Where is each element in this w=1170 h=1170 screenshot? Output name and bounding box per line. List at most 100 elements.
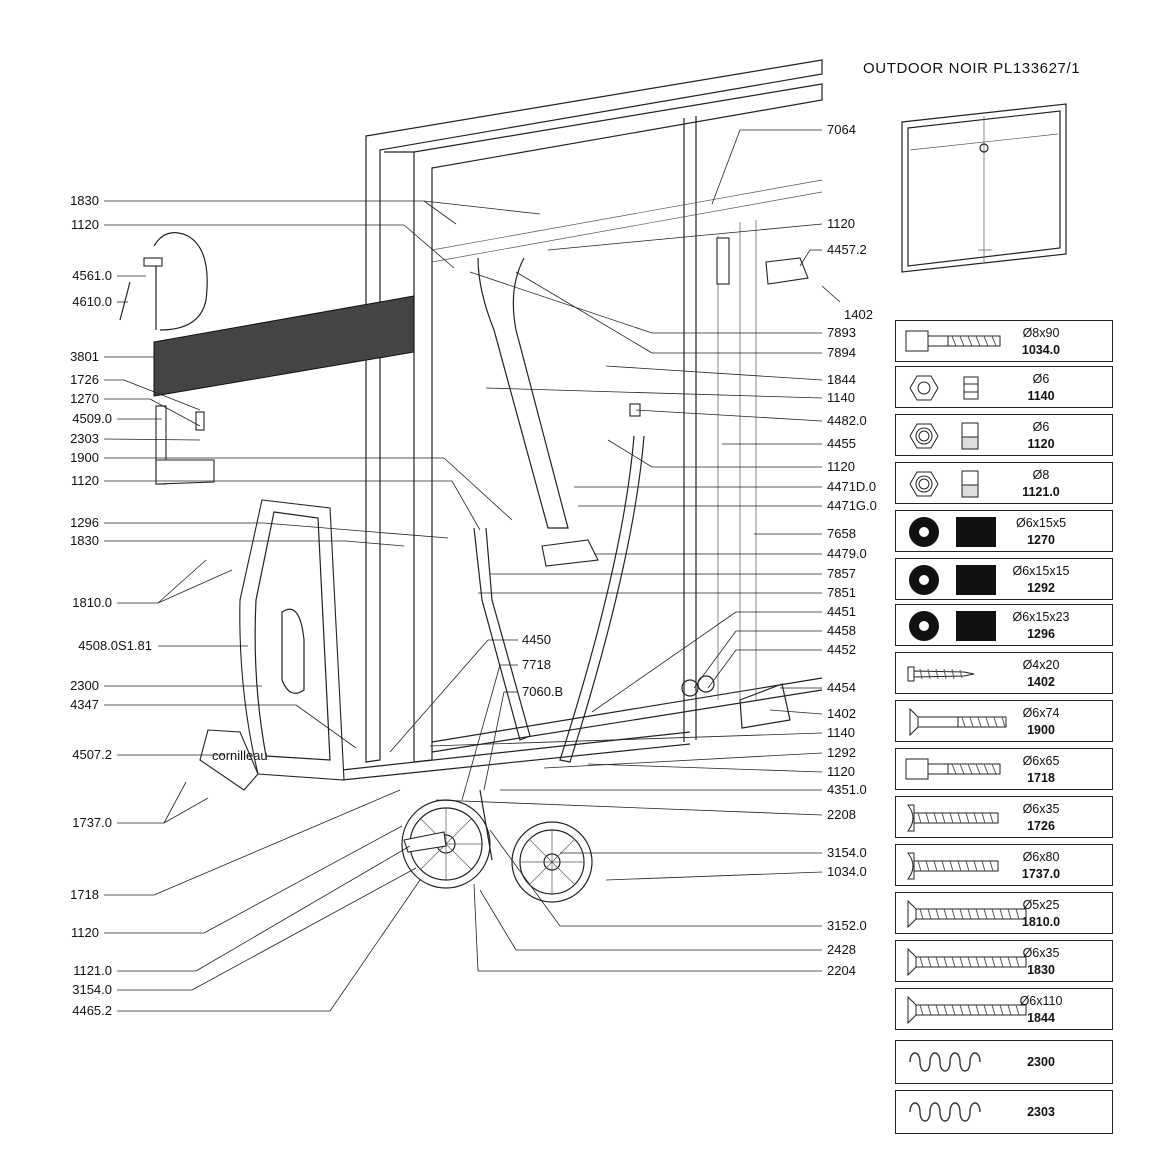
support-arms bbox=[341, 257, 809, 781]
part-label: 3154.0 bbox=[72, 982, 112, 997]
part-label: 1292 bbox=[827, 745, 856, 760]
part-label: 2204 bbox=[827, 963, 856, 978]
hardware-code: 1121.0 bbox=[1022, 485, 1060, 499]
part-label: 2300 bbox=[70, 678, 99, 693]
hardware-item: Ø8x90 1034.0 bbox=[895, 320, 1113, 362]
hardware-item: Ø6x110 1844 bbox=[895, 988, 1113, 1030]
hardware-code: 1296 bbox=[1027, 627, 1055, 641]
hardware-code: 1737.0 bbox=[1021, 867, 1061, 881]
hardware-code: 2300 bbox=[1027, 1055, 1055, 1069]
part-label: 2208 bbox=[827, 807, 856, 822]
part-label: 4347 bbox=[70, 697, 99, 712]
hardware-spec: Ø4x20 bbox=[1022, 658, 1060, 672]
part-label: 4450 bbox=[522, 632, 551, 647]
hardware-item: Ø6x15x5 1270 bbox=[895, 510, 1113, 552]
hardware-code: 1270 bbox=[1027, 533, 1055, 547]
part-label: 1120 bbox=[71, 925, 99, 940]
hardware-code: 1726 bbox=[1027, 819, 1055, 833]
part-label: 4610.0 bbox=[72, 294, 112, 309]
hardware-code: 1830 bbox=[1027, 963, 1055, 977]
hardware-code: 2303 bbox=[1027, 1105, 1055, 1119]
part-label: 4471G.0 bbox=[827, 498, 877, 513]
part-label: 1830 bbox=[70, 533, 99, 548]
part-label: 1737.0 bbox=[72, 815, 112, 830]
part-label: 3801 bbox=[70, 349, 99, 364]
wheel-assembly bbox=[401, 789, 593, 903]
part-label: 4451 bbox=[827, 604, 856, 619]
part-label: 4509.0 bbox=[72, 411, 112, 426]
hardware-code: 1810.0 bbox=[1021, 915, 1061, 929]
hardware-spec: Ø6 bbox=[1032, 372, 1050, 386]
hardware-code: 1292 bbox=[1027, 581, 1055, 595]
part-label: 3152.0 bbox=[827, 918, 867, 933]
labels-right: 7064 1120 4457.2 1402 7893 7894 1844 114… bbox=[827, 122, 877, 978]
part-label: 7894 bbox=[827, 345, 856, 360]
part-label: 1120 bbox=[71, 217, 99, 232]
part-label: 7658 bbox=[827, 526, 856, 541]
hardware-spec: Ø8x90 bbox=[1022, 326, 1060, 340]
part-label: 4457.2 bbox=[827, 242, 867, 257]
part-label: 1402 bbox=[844, 307, 873, 322]
hardware-spec: Ø5x25 bbox=[1022, 898, 1060, 912]
hardware-code: 1120 bbox=[1027, 437, 1055, 451]
part-label: 2428 bbox=[827, 942, 856, 957]
part-label: 1140 bbox=[827, 725, 855, 740]
part-label: 1402 bbox=[827, 706, 856, 721]
part-label: 4458 bbox=[827, 623, 856, 638]
hardware-spec: Ø6x15x5 bbox=[1015, 516, 1067, 530]
hardware-spec: Ø6x15x23 bbox=[1012, 610, 1070, 624]
hardware-spec: Ø6x65 bbox=[1022, 754, 1060, 768]
side-panel: cornilleau bbox=[199, 499, 345, 791]
part-label: 1120 bbox=[827, 764, 855, 779]
part-label: 1140 bbox=[827, 390, 855, 405]
hardware-spec: Ø6x110 bbox=[1019, 994, 1063, 1008]
hardware-item: Ø6x15x15 1292 bbox=[895, 558, 1113, 600]
hardware-code: 1900 bbox=[1027, 723, 1055, 737]
part-label: 4479.0 bbox=[827, 546, 867, 561]
hardware-code: 1402 bbox=[1027, 675, 1055, 689]
part-label: 1034.0 bbox=[827, 864, 867, 879]
hardware-item: 2300 bbox=[895, 1040, 1113, 1084]
part-label: 7857 bbox=[827, 566, 856, 581]
hardware-spec: Ø6x15x15 bbox=[1012, 564, 1070, 578]
table-frame bbox=[365, 59, 823, 763]
hardware-spec: Ø6x74 bbox=[1022, 706, 1060, 720]
part-label: 1810.0 bbox=[72, 595, 112, 610]
labels-left: 1830 1120 4561.0 4610.0 3801 1726 1270 4… bbox=[70, 193, 152, 1018]
svg-text:cornilleau: cornilleau bbox=[212, 748, 268, 763]
leader-lines-left bbox=[103, 200, 541, 1012]
hardware-spec: Ø6x80 bbox=[1022, 850, 1060, 864]
part-label: 1718 bbox=[70, 887, 99, 902]
part-label: 4454 bbox=[827, 680, 856, 695]
part-label: 1844 bbox=[827, 372, 856, 387]
part-label: 1900 bbox=[70, 450, 99, 465]
labels-middle: 4450 7718 7060.B bbox=[522, 632, 563, 699]
part-label: 4455 bbox=[827, 436, 856, 451]
drawing-title: OUTDOOR NOIR PL133627/1 bbox=[863, 60, 1081, 77]
hardware-item: 2303 bbox=[895, 1090, 1113, 1134]
part-label: 1270 bbox=[70, 391, 99, 406]
part-label: 1830 bbox=[70, 193, 99, 208]
hardware-code: 1844 bbox=[1027, 1011, 1055, 1025]
part-label: 4561.0 bbox=[72, 268, 112, 283]
hardware-spec: Ø6x35 bbox=[1022, 946, 1060, 960]
part-label: 7851 bbox=[827, 585, 856, 600]
net-assembly bbox=[119, 232, 415, 485]
part-label: 4351.0 bbox=[827, 782, 867, 797]
part-label: 2303 bbox=[70, 431, 99, 446]
thumbnail-folded-table bbox=[901, 103, 1067, 273]
part-label: 1120 bbox=[827, 216, 855, 231]
hardware-item: Ø6x35 1830 bbox=[895, 940, 1113, 982]
part-label: 7893 bbox=[827, 325, 856, 340]
hardware-code: 1034.0 bbox=[1021, 343, 1061, 357]
hardware-spec: Ø8 bbox=[1032, 468, 1050, 482]
part-label: 4507.2 bbox=[72, 747, 112, 762]
part-label: 7060.B bbox=[522, 684, 563, 699]
part-label: 4482.0 bbox=[827, 413, 867, 428]
part-label: 1120 bbox=[827, 459, 855, 474]
hardware-item: Ø8 1121.0 bbox=[895, 462, 1113, 504]
